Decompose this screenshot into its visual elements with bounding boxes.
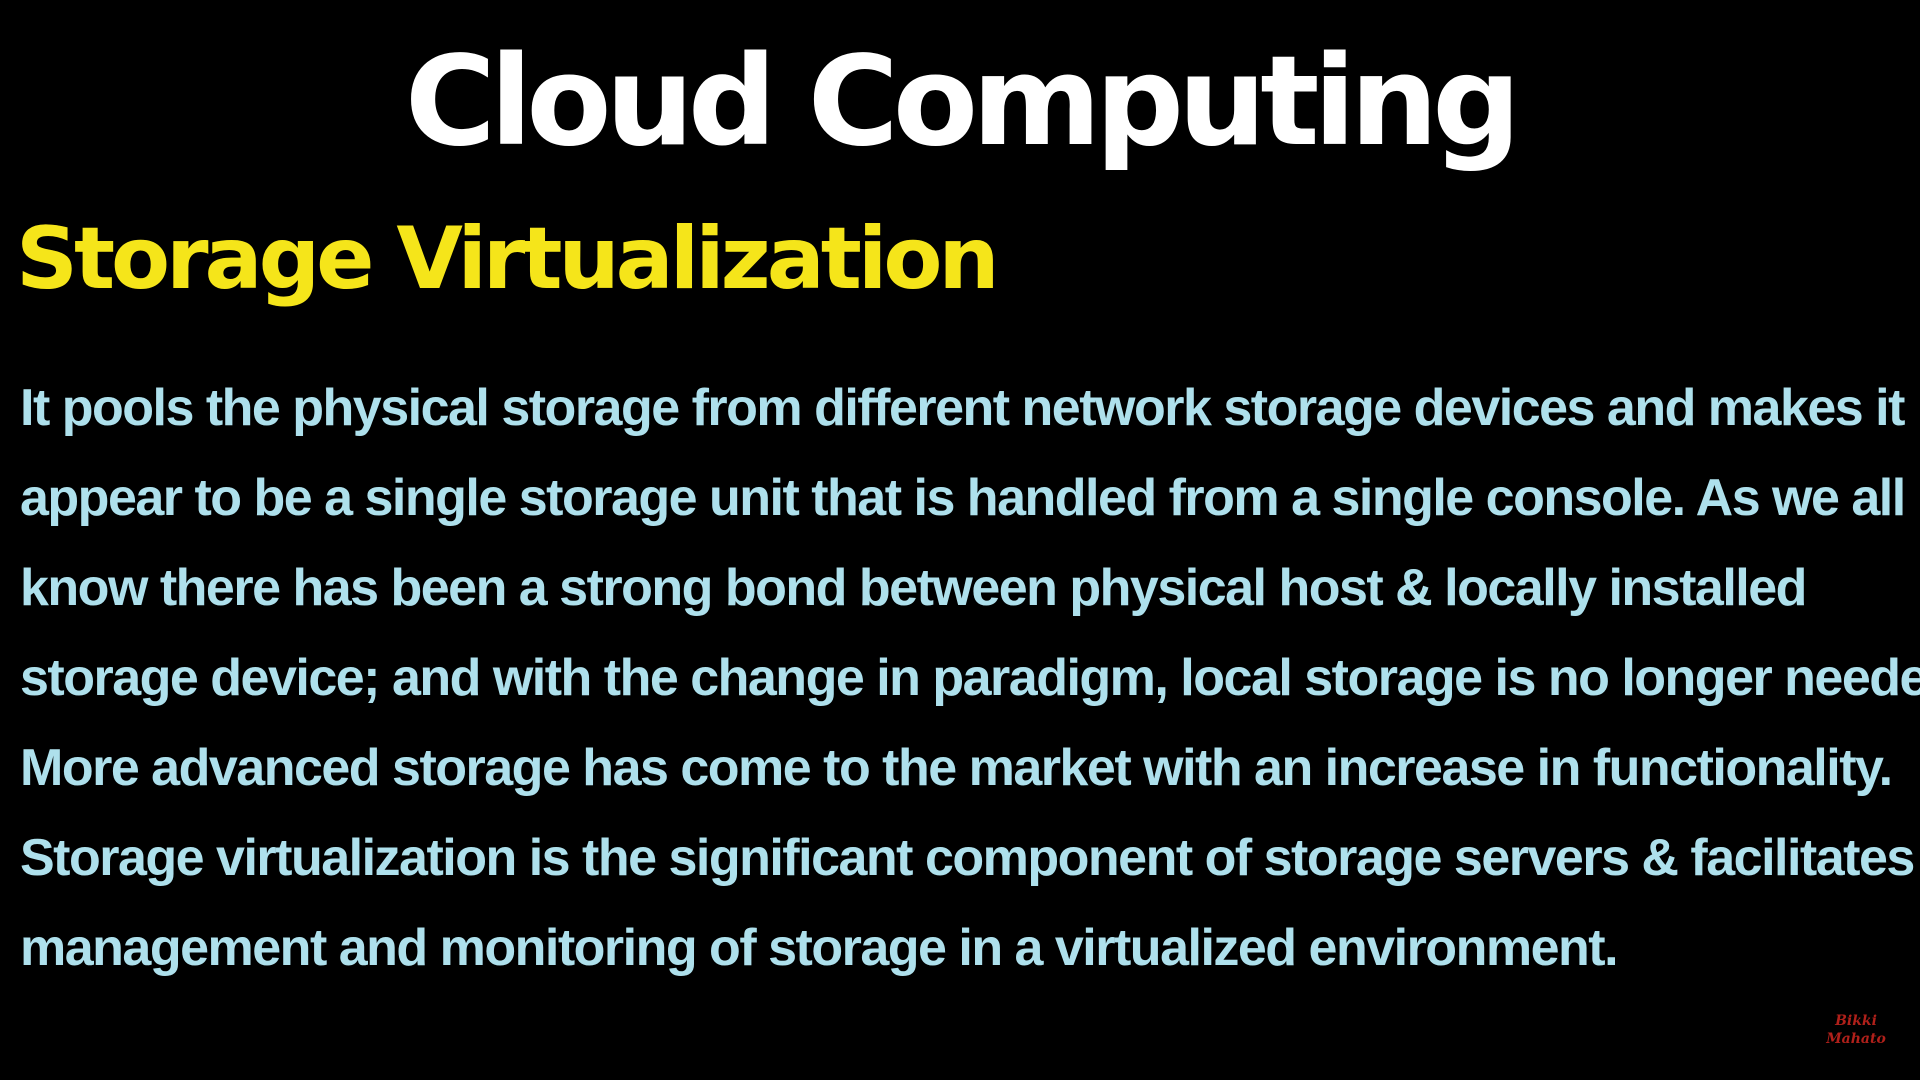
body-line: storage device; and with the change in p… xyxy=(20,649,1920,707)
watermark-line: Mahato xyxy=(1826,1031,1886,1047)
body-line: management and monitoring of storage in … xyxy=(20,919,1619,977)
slide-body: It pools the physical storage from diffe… xyxy=(20,368,1920,998)
body-line: appear to be a single storage unit that … xyxy=(20,469,1906,527)
body-line: It pools the physical storage from diffe… xyxy=(20,379,1905,437)
body-line: know there has been a strong bond betwee… xyxy=(20,559,1807,617)
slide-title: Cloud Computing xyxy=(404,30,1521,174)
slide-subtitle: Storage Virtualization xyxy=(16,209,1000,309)
body-line: More advanced storage has come to the ma… xyxy=(20,739,1893,797)
body-line: Storage virtualization is the significan… xyxy=(20,829,1915,887)
watermark-line: Bikki xyxy=(1835,1013,1877,1029)
watermark-signature: Bikki Mahato xyxy=(1816,1012,1896,1048)
